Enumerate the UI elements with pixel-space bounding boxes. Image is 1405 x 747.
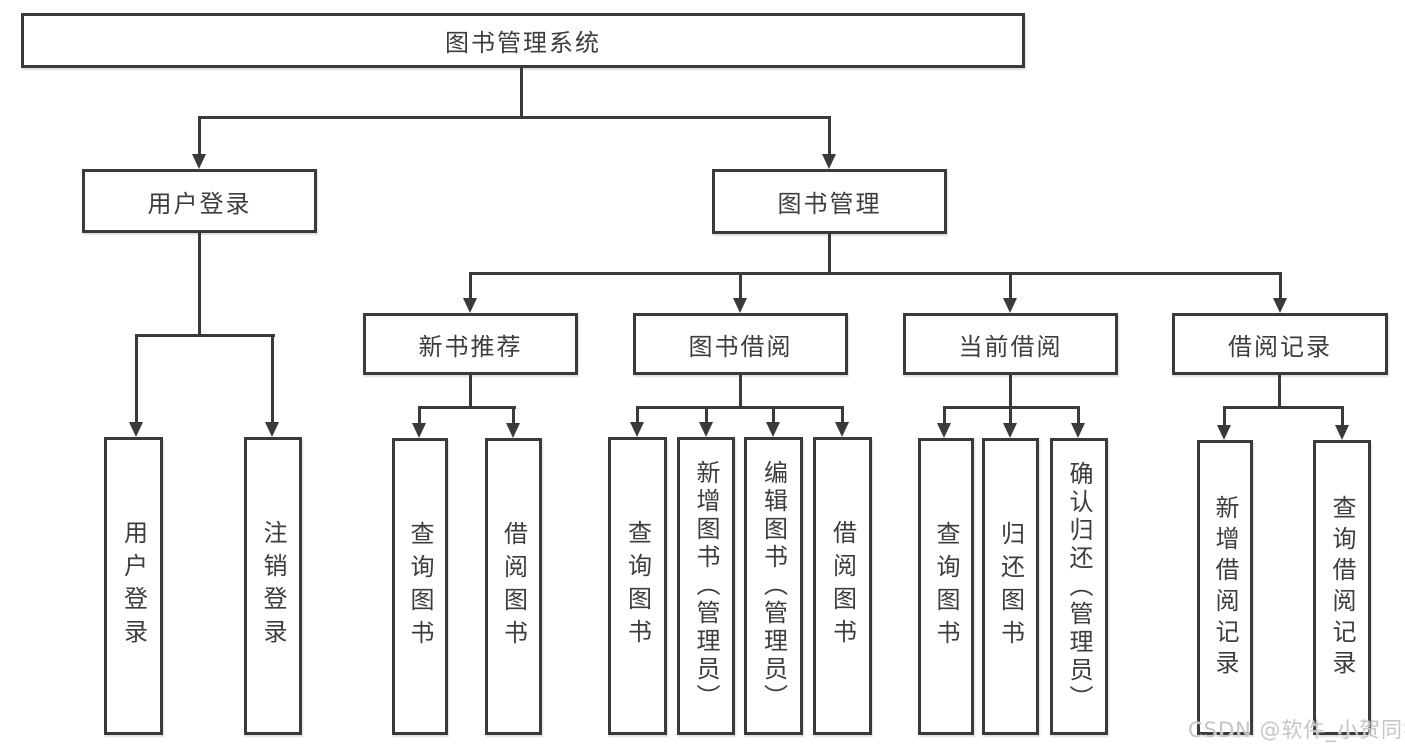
node-book-borrowing: 图书借阅 [633,313,848,375]
arrowhead-user-login [192,154,206,169]
connector-drop-bb-add [705,406,708,424]
leaf-bb-query-books-label: 查询图书 [623,520,652,652]
connector-drop-br-query [1341,406,1344,427]
leaf-br-add-record: 新增借阅记录 [1197,440,1253,735]
node-book-management: 图书管理 [712,169,947,234]
arrowhead-book-mgmt [822,154,836,169]
leaf-bb-edit-books-admin-label: 编辑图书（管理员） [759,460,788,712]
leaf-cb-confirm-return-admin-label: 确认归还（管理员） [1065,460,1093,713]
connector-current-borrow-stem [1009,375,1012,409]
connector-drop-current-borrow [1009,272,1012,300]
leaf-bb-query-books: 查询图书 [608,437,667,735]
connector-l3-splitter [469,272,1282,275]
arrowhead-current-borrow [1003,298,1017,313]
connector-l2-splitter [198,116,831,119]
leaf-br-add-record-label: 新增借阅记录 [1211,494,1239,681]
connector-drop-book-mgmt [828,116,831,156]
leaf-user-login-label: 用户登录 [119,520,148,652]
connector-drop-bb-edit [772,406,775,424]
connector-book-borrow-stem [739,375,742,409]
connector-drop-cb-query [943,406,946,425]
leaf-nb-query-books-label: 查询图书 [406,520,434,653]
connector-drop-cb-confirm [1077,406,1080,425]
arrowhead-book-borrow [733,298,747,313]
connector-drop-nb-query [418,406,421,425]
leaf-logout-label: 注销登录 [259,520,287,652]
leaf-br-query-record-label: 查询借阅记录 [1328,494,1356,681]
arrowhead-cb-return [1003,423,1017,438]
leaf-cb-query-books-label: 查询图书 [932,520,960,653]
csdn-watermark: CSDN @软件_小贺同学 [1188,718,1405,742]
leaf-bb-borrow-books-label: 借阅图书 [828,520,857,652]
connector-book-borrow-splitter [636,406,844,409]
connector-borrow-records-splitter [1223,406,1344,409]
leaf-nb-borrow-books: 借阅图书 [485,438,542,735]
connector-user-login-stem [198,233,201,335]
leaf-nb-query-books: 查询图书 [392,438,448,735]
leaf-br-query-record: 查询借阅记录 [1313,440,1371,735]
connector-new-book-rec-stem [469,375,472,409]
connector-drop-leaf-user-login [135,334,138,424]
node-root-label: 图书管理系统 [445,29,601,57]
arrowhead-bb-edit [766,422,780,437]
node-current-borrowing-label: 当前借阅 [958,332,1063,361]
connector-drop-book-borrow [739,272,742,300]
arrowhead-bb-query [630,422,644,437]
leaf-cb-return-books-label: 归还图书 [996,520,1025,653]
connector-drop-nb-borrow [512,406,515,425]
arrowhead-bb-borrow [835,422,849,437]
node-current-borrowing: 当前借阅 [903,313,1118,375]
node-new-book-recommend-label: 新书推荐 [418,332,523,361]
leaf-bb-add-books-admin-label: 新增图书（管理员） [692,460,720,712]
arrowhead-new-book-rec [463,298,477,313]
connector-drop-cb-return [1009,406,1012,425]
node-borrowing-records: 借阅记录 [1172,313,1388,375]
connector-root-stem [520,68,523,117]
arrowhead-br-query [1335,425,1349,440]
connector-book-mgmt-stem [828,234,831,274]
arrowhead-nb-query [412,423,426,438]
connector-drop-new-book-rec [469,272,472,300]
leaf-nb-borrow-books-label: 借阅图书 [499,520,528,653]
connector-drop-leaf-logout [271,334,274,424]
leaf-cb-return-books: 归还图书 [982,438,1039,735]
connector-new-book-rec-splitter [418,406,516,409]
arrowhead-leaf-user-login [129,422,143,437]
leaf-cb-query-books: 查询图书 [918,438,974,735]
arrowhead-leaf-logout [265,422,279,437]
arrowhead-cb-query [937,423,951,438]
node-borrowing-records-label: 借阅记录 [1228,332,1332,361]
connector-drop-bb-borrow [841,406,844,424]
node-user-login-label: 用户登录 [147,189,252,218]
leaf-bb-edit-books-admin: 编辑图书（管理员） [744,437,803,735]
leaf-bb-add-books-admin: 新增图书（管理员） [677,437,735,735]
node-new-book-recommend: 新书推荐 [363,313,578,375]
node-book-borrowing-label: 图书借阅 [688,332,793,361]
node-user-login: 用户登录 [82,169,317,233]
leaf-user-login: 用户登录 [104,437,163,735]
leaf-logout: 注销登录 [244,437,302,735]
arrowhead-borrow-records [1273,298,1287,313]
node-book-management-label: 图书管理 [777,190,882,218]
arrowhead-br-add [1217,425,1231,440]
leaf-cb-confirm-return-admin: 确认归还（管理员） [1050,438,1108,735]
arrowhead-bb-add [699,422,713,437]
arrowhead-nb-borrow [506,423,520,438]
connector-drop-bb-query [636,406,639,424]
leaf-bb-borrow-books: 借阅图书 [813,437,872,735]
connector-borrow-records-stem [1278,375,1281,409]
arrowhead-cb-confirm [1071,423,1085,438]
connector-drop-user-login [198,116,201,156]
connector-user-login-splitter [135,334,275,337]
connector-drop-borrow-records [1279,272,1282,300]
connector-drop-br-add [1223,406,1226,427]
node-root: 图书管理系统 [21,13,1025,68]
